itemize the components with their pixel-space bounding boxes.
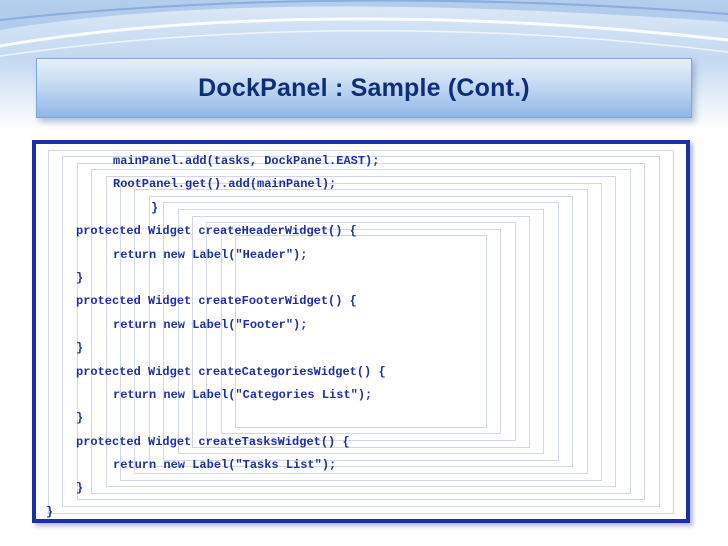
code-line: return new Label("Categories List"); xyxy=(113,387,373,402)
nested-frame xyxy=(105,175,617,488)
header-wave-decoration xyxy=(0,0,728,57)
code-line: return new Label("Tasks List"); xyxy=(113,458,337,473)
code-lines: mainPanel.add(tasks, DockPanel.EAST); Roo… xyxy=(46,150,676,519)
code-line: return new Label("Header"); xyxy=(113,247,308,262)
code-line: mainPanel.add(tasks, DockPanel.EAST); xyxy=(113,154,380,168)
title-banner: DockPanel : Sample (Cont.) xyxy=(36,58,692,118)
slide-title: DockPanel : Sample (Cont.) xyxy=(198,73,530,102)
nested-frame xyxy=(120,182,602,481)
nested-frame-decoration xyxy=(36,144,686,519)
code-line: } xyxy=(76,411,84,426)
nested-frame xyxy=(220,228,502,435)
nested-frame xyxy=(148,195,574,468)
code-line: RootPanel.get().add(mainPanel); xyxy=(113,177,337,192)
code-line: protected Widget createHeaderWidget() { xyxy=(76,224,357,239)
code-line: protected Widget createCategoriesWidget(… xyxy=(76,364,386,379)
code-line: } xyxy=(151,200,159,215)
code-line: } xyxy=(46,504,54,519)
code-line: return new Label("Footer"); xyxy=(113,317,308,332)
code-line: } xyxy=(76,481,84,496)
nested-frame xyxy=(91,169,631,494)
nested-frame xyxy=(192,215,530,448)
nested-frame xyxy=(235,235,487,428)
nested-frame xyxy=(134,189,588,474)
nested-frame xyxy=(48,149,674,514)
code-line: } xyxy=(76,341,84,356)
code-line: protected Widget createFooterWidget() { xyxy=(76,294,357,309)
nested-frame xyxy=(163,202,559,461)
nested-frame xyxy=(62,156,660,507)
code-block: mainPanel.add(tasks, DockPanel.EAST); Roo… xyxy=(32,140,690,523)
nested-frame xyxy=(76,162,646,501)
code-line: } xyxy=(76,270,84,285)
code-line: protected Widget createTasksWidget() { xyxy=(76,434,350,449)
nested-frame xyxy=(177,208,545,455)
nested-frame xyxy=(206,222,516,441)
